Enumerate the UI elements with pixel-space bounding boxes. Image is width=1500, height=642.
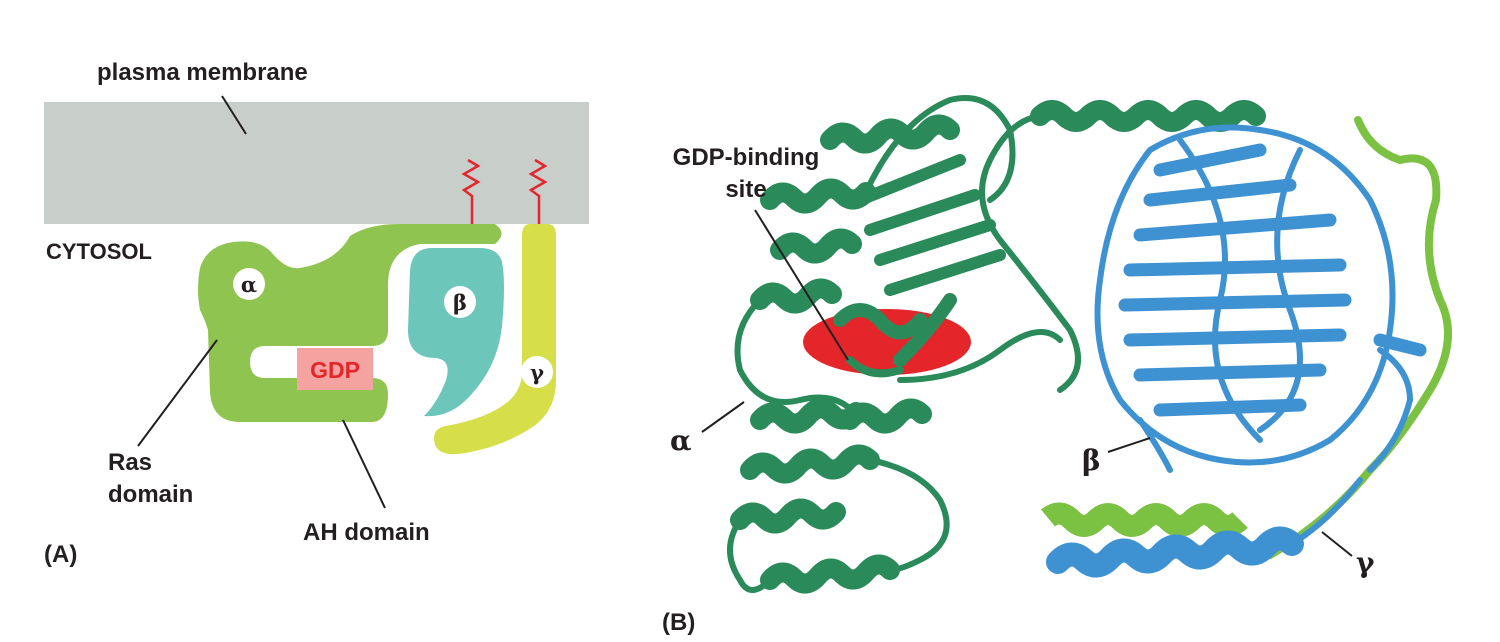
ras-label-line2: domain: [108, 481, 193, 508]
lipid-anchor-gamma: [528, 158, 548, 228]
alpha-label-b: α: [670, 424, 692, 457]
cytosol-label: CYTOSOL: [46, 239, 152, 264]
lipid-anchor-alpha: [461, 158, 481, 228]
gamma-label: γ: [530, 360, 544, 385]
gdp-label: GDP: [310, 357, 360, 383]
beta-ribbon: [1046, 124, 1427, 578]
ah-leader: [342, 419, 386, 509]
beta-label: β: [453, 290, 467, 315]
alpha-label: α: [241, 272, 257, 297]
gamma-ribbon: [1266, 116, 1452, 559]
plasma-membrane-label: plasma membrane: [97, 59, 308, 86]
panel-a-tag: (A): [44, 541, 77, 568]
beta-label-b: β: [1082, 444, 1101, 477]
plasma-membrane: [44, 102, 589, 224]
gdp-box: [297, 348, 373, 390]
gamma-label-b: γ: [1356, 546, 1375, 579]
alpha-ribbon: [727, 95, 1266, 594]
panel-a: α β γ GDP plasma membrane CYTOSOL Ras do…: [44, 59, 589, 568]
gamma-subunit: [434, 224, 556, 455]
alpha-ribbon-front: [833, 293, 957, 378]
ah-domain-label: AH domain: [303, 519, 430, 546]
gdp-site-label-line1: GDP-binding: [673, 144, 820, 171]
alpha-leader: [701, 401, 745, 433]
membrane-leader: [221, 95, 247, 135]
panel-b: GDP-binding site α β γ (B): [662, 95, 1452, 636]
panel-b-tag: (B): [662, 609, 695, 636]
gamma-leader: [1321, 531, 1353, 557]
gamma-helix: [1040, 502, 1248, 537]
ras-label-line1: Ras: [108, 449, 152, 476]
beta-subunit: [408, 248, 504, 417]
beta-leader: [1107, 437, 1151, 453]
gdp-site-label-line2: site: [725, 176, 766, 203]
alpha-subunit: [198, 224, 502, 422]
gdp-site-leader: [754, 209, 849, 361]
ras-leader: [137, 339, 218, 447]
